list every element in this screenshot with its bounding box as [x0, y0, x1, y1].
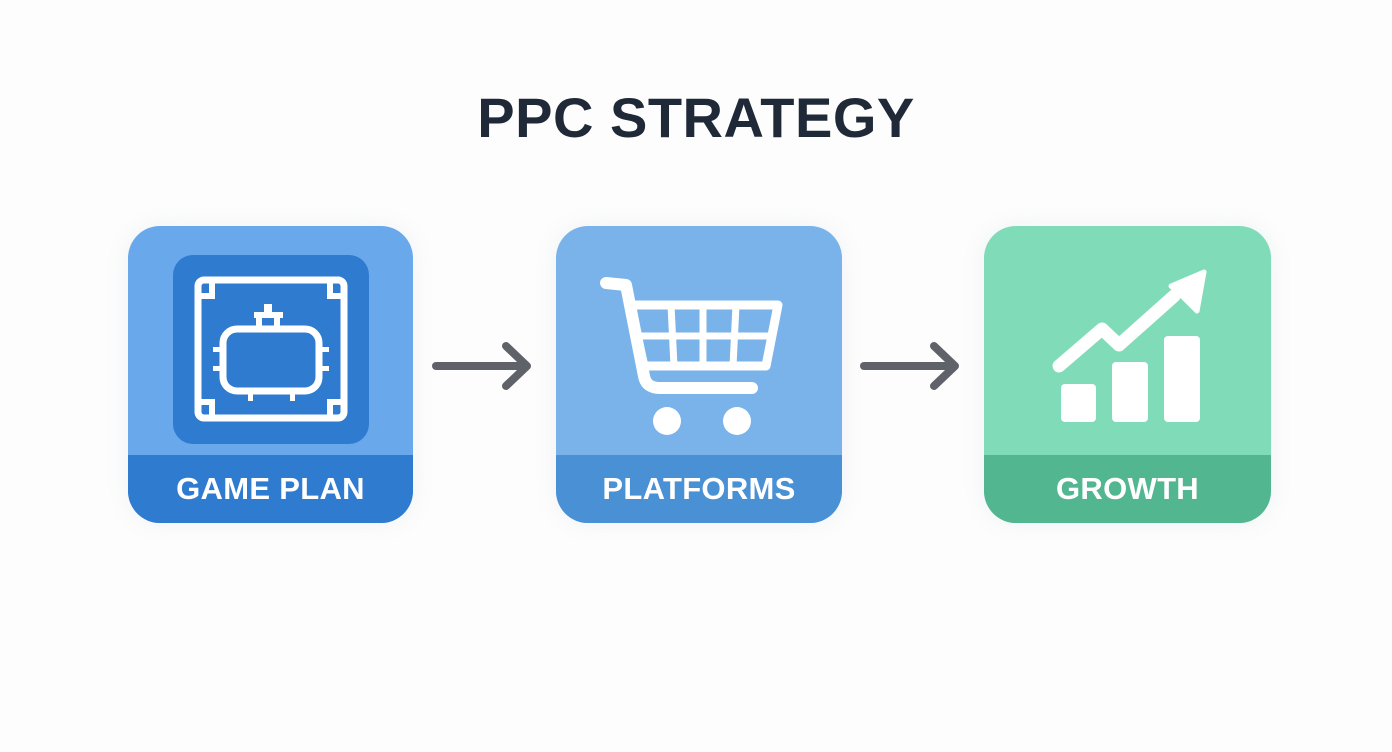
shopping-cart-icon	[600, 277, 783, 435]
step-card-game-plan: GAME PLAN	[128, 226, 413, 523]
step-label: GAME PLAN	[176, 471, 365, 506]
step-card-platforms: PLATFORMS	[556, 226, 842, 523]
step-label-band: PLATFORMS	[556, 455, 842, 523]
step-card-growth: GROWTH	[984, 226, 1271, 523]
arrow-right-icon	[860, 342, 959, 390]
step-label-band: GROWTH	[984, 455, 1271, 523]
step-label: PLATFORMS	[602, 471, 796, 506]
step-label-band: GAME PLAN	[128, 455, 413, 523]
step-label: GROWTH	[1056, 471, 1199, 506]
growth-chart-icon	[1052, 269, 1207, 422]
circuit-board-icon	[173, 255, 369, 444]
arrow-right-icon	[432, 342, 531, 390]
diagram-title: PPC STRATEGY	[477, 86, 915, 149]
